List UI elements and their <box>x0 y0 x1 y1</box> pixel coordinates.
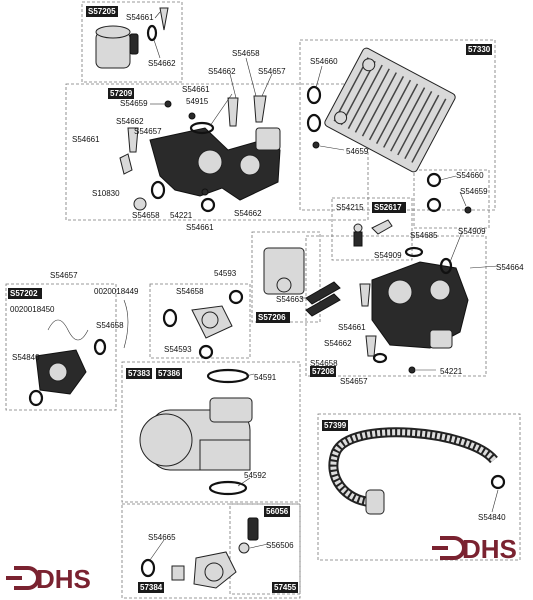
part-label: S54909 <box>374 251 402 260</box>
dhs-logo-left: DHS <box>6 564 91 594</box>
hydraulic-block-right <box>359 246 469 374</box>
badge-57383: 57383 <box>126 368 152 379</box>
badge-57209: 57209 <box>108 88 134 99</box>
part-label: 54659 <box>346 147 369 156</box>
part-label: S54661 <box>72 135 100 144</box>
svg-text:57384: 57384 <box>140 583 163 592</box>
part-label: S54658 <box>132 211 160 220</box>
leader-lines <box>149 11 499 561</box>
part-label: 0020018449 <box>94 287 139 296</box>
fitting-57386 <box>162 289 244 360</box>
part-label: S54658 <box>310 359 338 368</box>
part-label: 54915 <box>186 97 209 106</box>
badge-57399: 57399 <box>322 420 348 431</box>
svg-text:57330: 57330 <box>468 45 491 54</box>
badge-s52617: S52617 <box>372 202 406 213</box>
part-label: S54658 <box>232 49 260 58</box>
dhs-logo-right: DHS <box>432 534 517 564</box>
part-label: 54221 <box>170 211 193 220</box>
filter-cartridge <box>95 7 169 69</box>
badge-s57206: S57206 <box>256 312 290 323</box>
part-label: S54661 <box>182 85 210 94</box>
svg-text:57399: 57399 <box>324 421 347 430</box>
valve-motor <box>263 247 341 317</box>
part-label: S54657 <box>340 377 368 386</box>
part-label: S54663 <box>276 295 304 304</box>
elbow-fitting <box>140 517 259 589</box>
part-label: S54657 <box>134 127 162 136</box>
part-label: S54660 <box>456 171 484 180</box>
badge-57208: 57208 <box>310 366 336 377</box>
part-label: 54221 <box>440 367 463 376</box>
part-label: S54659 <box>120 99 148 108</box>
part-label: 54592 <box>244 471 267 480</box>
part-label: S54662 <box>324 339 352 348</box>
svg-text:S57206: S57206 <box>258 313 286 322</box>
part-label: S54661 <box>126 13 154 22</box>
part-labels: S54661 S54662 S54658 S54662 S54657 S5466… <box>10 13 524 550</box>
part-label: S54685 <box>410 231 438 240</box>
part-label: S54658 <box>96 321 124 330</box>
part-label: S54657 <box>50 271 78 280</box>
part-label: 0020018450 <box>10 305 55 314</box>
part-label: S54840 <box>478 513 506 522</box>
svg-text:57386: 57386 <box>158 369 181 378</box>
badge-57330: 57330 <box>466 44 492 55</box>
group-badges: S57205 57330 57209 S52617 S57202 S57206 … <box>8 6 492 593</box>
flexible-pipe <box>328 427 506 515</box>
part-label: S54660 <box>310 57 338 66</box>
badge-57455: 57455 <box>272 582 298 593</box>
badge-56056: 56056 <box>264 506 290 517</box>
part-label: S56506 <box>266 541 294 550</box>
part-label: S54593 <box>164 345 192 354</box>
part-label: S54661 <box>186 223 214 232</box>
svg-text:56056: 56056 <box>266 507 289 516</box>
part-label: 54591 <box>254 373 277 382</box>
part-label: S54662 <box>234 209 262 218</box>
svg-text:DHS: DHS <box>36 564 91 594</box>
part-label: S54657 <box>258 67 286 76</box>
parts-drawings <box>28 7 506 589</box>
part-label: S54215 <box>336 203 364 212</box>
part-label: S54658 <box>176 287 204 296</box>
part-label: S54840 <box>12 353 40 362</box>
svg-text:S57202: S57202 <box>10 289 38 298</box>
badge-s57205: S57205 <box>86 6 118 17</box>
svg-text:57208: 57208 <box>312 367 335 376</box>
badge-s57202: S57202 <box>8 288 42 299</box>
svg-text:S57205: S57205 <box>88 7 116 16</box>
pump <box>139 368 253 496</box>
part-label: S54664 <box>496 263 524 272</box>
part-label: S54909 <box>458 227 486 236</box>
valve-assembly-s57202 <box>28 299 129 407</box>
svg-text:57383: 57383 <box>128 369 151 378</box>
part-label: S10830 <box>92 189 120 198</box>
part-label: 54593 <box>214 269 237 278</box>
part-label: S54662 <box>148 59 176 68</box>
valve-parts-52617 <box>353 219 393 247</box>
svg-text:57209: 57209 <box>110 89 133 98</box>
badge-57386: 57386 <box>156 368 182 379</box>
part-label: S54659 <box>460 187 488 196</box>
part-label: S54662 <box>116 117 144 126</box>
part-label: S54661 <box>338 323 366 332</box>
plate-heat-exchanger <box>306 47 456 173</box>
group-outlines <box>5 1 521 599</box>
part-label: S54665 <box>148 533 176 542</box>
svg-text:S52617: S52617 <box>374 203 402 212</box>
svg-text:DHS: DHS <box>462 534 517 564</box>
hydraulic-block-left <box>119 95 281 213</box>
badge-57384: 57384 <box>138 582 164 593</box>
part-label: S54662 <box>208 67 236 76</box>
svg-text:57455: 57455 <box>274 583 297 592</box>
